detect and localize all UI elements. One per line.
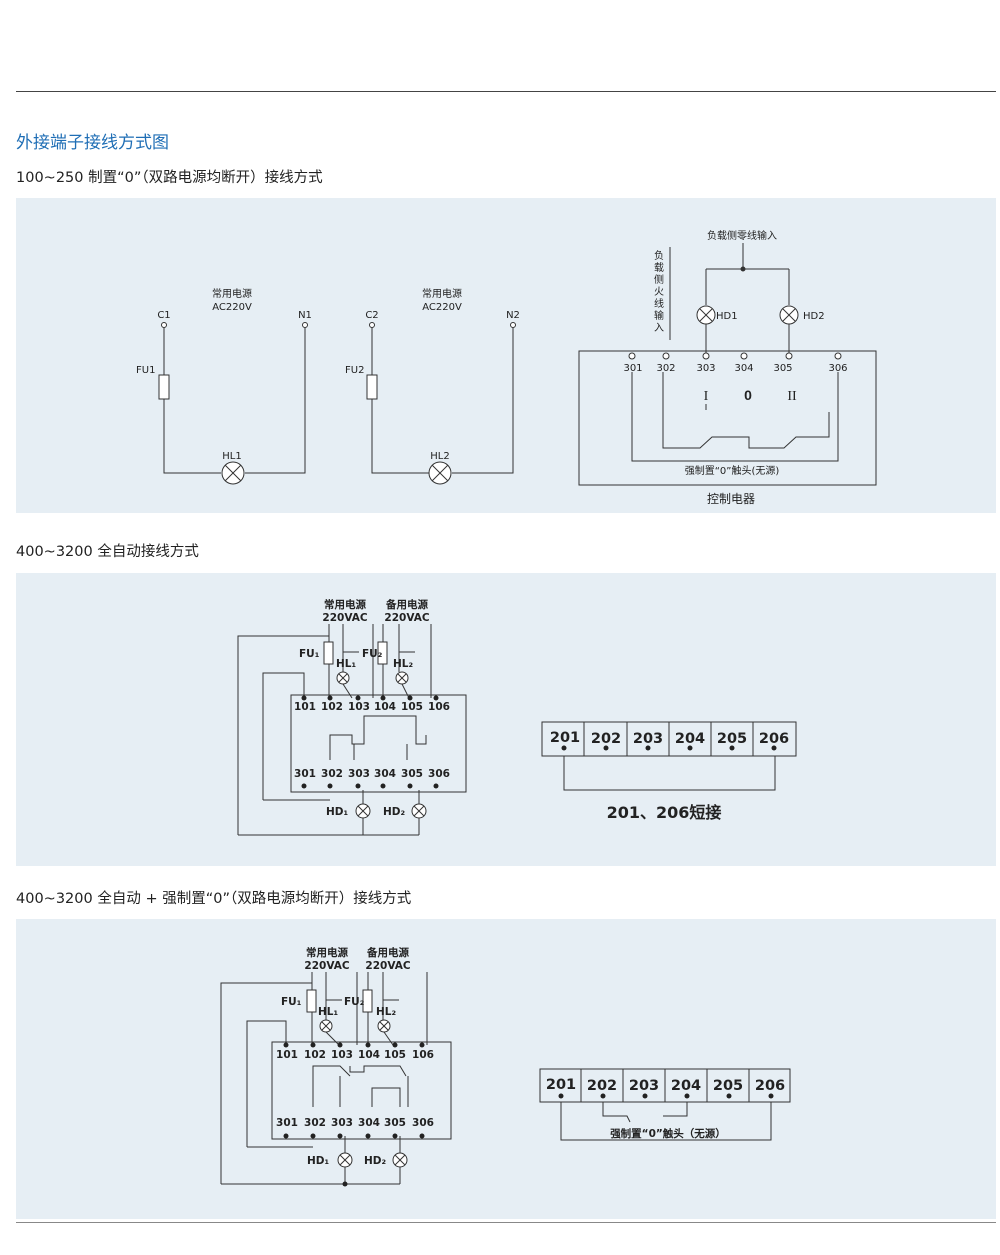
d3-hl1-label: HL₁ xyxy=(318,1006,338,1018)
d3-aux-terminal-205: 205 xyxy=(713,1078,743,1094)
d2-aux-terminal-204: 204 xyxy=(675,731,705,747)
d2-aux-terminal-206: 206 xyxy=(759,731,789,747)
d3-bottom-terminal-305: 305 xyxy=(384,1117,406,1129)
d2-top-terminal-106: 106 xyxy=(428,701,450,713)
section-3-caption: 400~3200 全自动 + 强制置“0”（双路电源均断开）接线方式 xyxy=(16,891,412,907)
d3-top-terminal-106: 106 xyxy=(412,1049,434,1061)
d2-bottom-terminal-303: 303 xyxy=(348,768,370,780)
d2-bottom-terminal-301: 301 xyxy=(294,768,316,780)
d1-hl1-label: HL1 xyxy=(222,451,241,462)
top-divider xyxy=(16,91,996,92)
d3-aux-terminal-204: 204 xyxy=(671,1078,701,1094)
d3-top-terminal-103: 103 xyxy=(331,1049,353,1061)
d3-aux-terminal-203: 203 xyxy=(629,1078,659,1094)
d1-terminal-304: 304 xyxy=(734,363,753,374)
d1-position-0: 0 xyxy=(744,387,752,403)
d2-top-terminal-103: 103 xyxy=(348,701,370,713)
d2-fu2-label: FU₂ xyxy=(362,648,383,660)
diagram-panel-2 xyxy=(16,573,996,866)
page-heading: 外接端子接线方式图 xyxy=(16,133,169,153)
d3-hd2-label: HD₂ xyxy=(364,1155,387,1167)
d1-right-voltage-label: AC220V xyxy=(422,302,462,313)
d2-aux-terminal-201: 201 xyxy=(550,730,580,746)
d3-hl2-label: HL₂ xyxy=(376,1006,396,1018)
d3-bottom-terminal-303: 303 xyxy=(331,1117,353,1129)
d1-terminal-301: 301 xyxy=(623,363,642,374)
d2-hd1-label: HD₁ xyxy=(326,806,349,818)
d2-fu1-label: FU₁ xyxy=(299,648,320,660)
d1-position-i: I xyxy=(704,389,709,404)
d1-hd1-label: HD1 xyxy=(716,311,738,322)
diagram-3 xyxy=(220,972,791,1185)
d2-top-terminal-102: 102 xyxy=(321,701,343,713)
d1-left-supply-label: 常用电源 xyxy=(212,287,252,300)
d3-bottom-terminal-304: 304 xyxy=(358,1117,380,1129)
d1-contact-label: 强制置“0”触头(无源) xyxy=(685,464,780,477)
d1-live-input-label: 负载侧火线输入 xyxy=(652,249,664,334)
diagram-3-terminal-dots xyxy=(283,1042,774,1187)
d2-hd2-label: HD₂ xyxy=(383,806,406,818)
d2-aux-terminal-205: 205 xyxy=(717,731,747,747)
section-1-caption: 100~250 制置“0”（双路电源均断开）接线方式 xyxy=(16,170,323,186)
d3-aux-terminal-206: 206 xyxy=(755,1078,785,1094)
d1-c2-label: C2 xyxy=(365,310,378,321)
d2-bottom-terminal-306: 306 xyxy=(428,768,450,780)
d2-hl2-label: HL₂ xyxy=(393,658,413,670)
d1-terminal-302: 302 xyxy=(656,363,675,374)
d1-box-label: 控制电器 xyxy=(707,492,755,506)
diagram-1 xyxy=(158,243,877,486)
d2-hl1-label: HL₁ xyxy=(336,658,356,670)
d3-aux-terminal-202: 202 xyxy=(587,1078,617,1094)
d3-top-terminal-102: 102 xyxy=(304,1049,326,1061)
bottom-divider xyxy=(16,1222,996,1223)
d2-top-terminal-105: 105 xyxy=(401,701,423,713)
d2-common-voltage: 220VAC xyxy=(322,612,367,624)
diagram-2-terminal-dots xyxy=(301,695,777,789)
d1-terminal-305: 305 xyxy=(773,363,792,374)
d3-bottom-terminal-301: 301 xyxy=(276,1117,298,1129)
d2-bottom-terminal-305: 305 xyxy=(401,768,423,780)
d1-left-voltage-label: AC220V xyxy=(212,302,252,313)
d2-bottom-terminal-304: 304 xyxy=(374,768,396,780)
d2-aux-terminal-202: 202 xyxy=(591,731,621,747)
d2-backup-voltage: 220VAC xyxy=(384,612,429,624)
d3-top-terminal-104: 104 xyxy=(358,1049,380,1061)
d2-aux-note: 201、206短接 xyxy=(607,803,722,822)
d1-position-ii: II xyxy=(787,389,797,404)
d2-aux-terminal-203: 203 xyxy=(633,731,663,747)
d1-fu2-label: FU2 xyxy=(345,365,364,376)
d1-c1-label: C1 xyxy=(157,310,170,321)
d1-hd2-label: HD2 xyxy=(803,311,825,322)
d3-top-terminal-105: 105 xyxy=(384,1049,406,1061)
d1-n1-label: N1 xyxy=(298,310,312,321)
d3-hd1-label: HD₁ xyxy=(307,1155,330,1167)
d1-n2-label: N2 xyxy=(506,310,520,321)
d2-common-supply-label: 常用电源 xyxy=(324,598,366,611)
d3-top-terminal-101: 101 xyxy=(276,1049,298,1061)
d2-bottom-terminal-302: 302 xyxy=(321,768,343,780)
d3-bottom-terminal-302: 302 xyxy=(304,1117,326,1129)
d1-right-supply-label: 常用电源 xyxy=(422,287,462,300)
d2-backup-supply-label: 备用电源 xyxy=(385,598,428,611)
d3-common-voltage: 220VAC xyxy=(304,960,349,972)
d2-top-terminal-101: 101 xyxy=(294,701,316,713)
d3-fu1-label: FU₁ xyxy=(281,996,302,1008)
d2-top-terminal-104: 104 xyxy=(374,701,396,713)
d3-bottom-terminal-306: 306 xyxy=(412,1117,434,1129)
d3-backup-voltage: 220VAC xyxy=(365,960,410,972)
diagram-2 xyxy=(237,624,797,836)
d3-aux-terminal-201: 201 xyxy=(546,1077,576,1093)
d1-hl2-label: HL2 xyxy=(430,451,449,462)
d3-common-supply-label: 常用电源 xyxy=(306,946,348,959)
d3-fu2-label: FU₂ xyxy=(344,996,365,1008)
section-2-caption: 400~3200 全自动接线方式 xyxy=(16,544,199,560)
d1-terminal-306: 306 xyxy=(828,363,847,374)
d1-neutral-input-label: 负载侧零线输入 xyxy=(707,229,777,242)
d3-backup-supply-label: 备用电源 xyxy=(366,946,409,959)
d1-fu1-label: FU1 xyxy=(136,365,155,376)
d1-terminal-303: 303 xyxy=(696,363,715,374)
diagram-panel-3 xyxy=(16,919,996,1219)
d3-aux-note: 强制置“0”触头（无源） xyxy=(610,1127,726,1140)
